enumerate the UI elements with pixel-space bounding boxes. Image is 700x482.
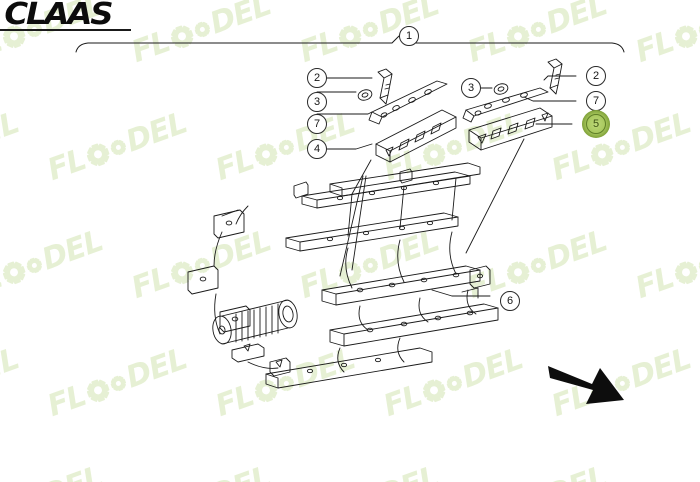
callout-label: 3 <box>467 82 475 94</box>
leader-left-blade-to-assembly-a <box>351 159 372 195</box>
callout-label: 2 <box>313 72 321 84</box>
leader-7-left <box>316 111 373 115</box>
callout-mounting-plate-left[interactable]: 7 <box>307 114 327 134</box>
callout-label: 5 <box>592 118 600 130</box>
splined-roller <box>212 299 298 345</box>
callout-mounting-plate-right[interactable]: 7 <box>586 91 606 111</box>
claas-logo: CLAAS <box>4 0 113 32</box>
leader-7-right <box>523 96 577 102</box>
callout-label: 7 <box>592 95 600 107</box>
callout-label: 6 <box>506 295 514 307</box>
mount-plate-left <box>368 80 448 125</box>
callout-washer-left[interactable]: 3 <box>307 92 327 112</box>
callout-label: 3 <box>313 96 321 108</box>
callout-bolt-screw-right[interactable]: 2 <box>586 66 606 86</box>
mount-plate-right <box>462 87 549 123</box>
leader-right-blade-to-assembly <box>465 138 525 254</box>
callout-label: 7 <box>313 118 321 130</box>
leader-left-blade-to-assembly-c <box>351 175 367 271</box>
callout-knife-blade-right[interactable]: 5 <box>582 110 610 138</box>
washer-left <box>357 89 373 101</box>
knife-blade-right <box>468 107 553 151</box>
leader-2-right <box>543 75 577 81</box>
knife-blade-left <box>375 109 457 163</box>
wedge-link <box>247 361 279 369</box>
header-divider <box>0 29 131 31</box>
bolt-right <box>547 58 563 95</box>
direction-arrow-icon <box>548 366 624 404</box>
leader-4-left <box>316 143 373 150</box>
callout-complete-assembly-brace[interactable]: 1 <box>399 26 419 46</box>
washer-right <box>493 83 509 95</box>
page-header: CLAAS <box>0 0 131 31</box>
callout-label: 4 <box>313 143 321 155</box>
callout-washer-right[interactable]: 3 <box>461 78 481 98</box>
main-frame-assembly <box>187 162 499 389</box>
callout-knife-blade-left[interactable]: 4 <box>307 139 327 159</box>
bolt-left <box>377 68 393 105</box>
callout-support-bracket[interactable]: 6 <box>500 291 520 311</box>
callout-bolt-screw-left[interactable]: 2 <box>307 68 327 88</box>
callout-label: 2 <box>592 70 600 82</box>
callout-label: 1 <box>405 30 413 42</box>
callout-highlight-ring <box>586 114 606 134</box>
leader-left-blade-to-assembly-b <box>339 175 364 277</box>
wedge-block <box>231 343 265 363</box>
